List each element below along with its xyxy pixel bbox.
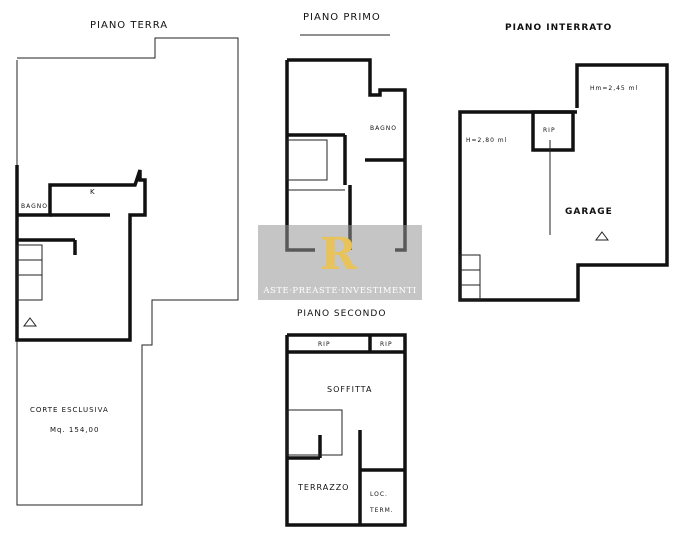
yard-area: Mq. 154,00 xyxy=(50,426,99,434)
watermark: R ASTE·PREASTE·INVESTIMENTI xyxy=(258,225,422,300)
ground-floor-plan: PIANO TERRA BAGNO K CORTE ESCLUSIVA Mq. … xyxy=(15,20,239,506)
second-room-soffitta: SOFFITTA xyxy=(327,385,372,394)
basement-plan: PIANO INTERRATO Hm=2,45 ml H=2,80 ml RIP… xyxy=(458,23,669,302)
first-room-bagno: BAGNO xyxy=(370,125,397,132)
second-floor-plan: PIANO SECONDO RIP RIP SOFFITTA TERRAZZO … xyxy=(285,309,407,527)
basement-room-garage: GARAGE xyxy=(565,207,613,217)
second-room-terrazzo: TERRAZZO xyxy=(297,483,349,492)
watermark-text: ASTE·PREASTE·INVESTIMENTI xyxy=(263,286,417,296)
ground-room-bagno: BAGNO xyxy=(21,203,48,210)
second-floor-title: PIANO SECONDO xyxy=(297,309,386,319)
basement-height-side: Hm=2,45 ml xyxy=(590,85,638,92)
second-room-loc: LOC. xyxy=(370,491,388,498)
first-floor-plan: PIANO PRIMO BAGNO xyxy=(285,12,407,252)
watermark-logo: R xyxy=(320,229,357,280)
second-room-term: TERM. xyxy=(369,507,394,514)
basement-title: PIANO INTERRATO xyxy=(505,23,612,33)
ground-room-kitchen: K xyxy=(90,188,96,196)
ground-floor-title: PIANO TERRA xyxy=(90,20,168,31)
basement-room-rip: RIP xyxy=(543,127,556,134)
first-floor-title: PIANO PRIMO xyxy=(303,12,381,23)
second-room-rip-2: RIP xyxy=(380,341,393,348)
basement-height-main: H=2,80 ml xyxy=(466,137,507,144)
yard-label: CORTE ESCLUSIVA xyxy=(30,406,109,414)
second-room-rip-1: RIP xyxy=(318,341,331,348)
